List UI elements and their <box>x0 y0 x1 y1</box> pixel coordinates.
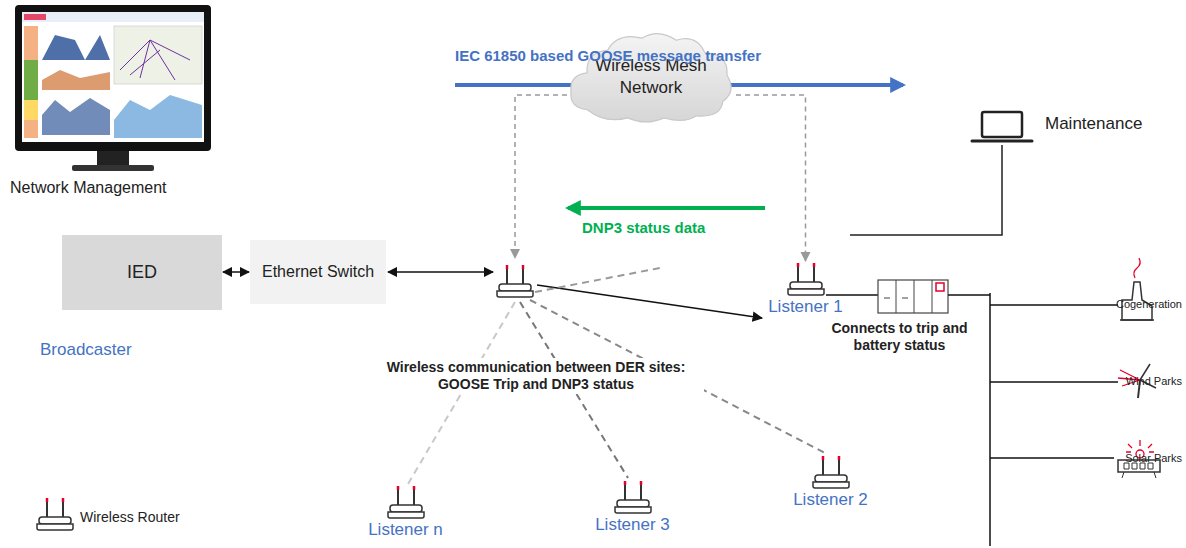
listener-node: Listener 2 <box>793 455 868 510</box>
monitor-caption: Network Management <box>10 178 167 197</box>
protocol-label: DNP3 status data <box>582 219 705 237</box>
dashed-connector <box>736 95 806 261</box>
listener-label: Listener n <box>368 520 443 540</box>
box-label: IED <box>127 262 157 284</box>
legend-label: Wireless Router <box>80 509 180 526</box>
note-label: Wireless communication between DER sites… <box>368 358 704 394</box>
router-icon <box>386 485 426 519</box>
protocol-label: IEC 61850 based GOOSE message transfer <box>455 47 761 65</box>
source-label: Solar Parks <box>1125 452 1182 465</box>
box-label: Ethernet Switch <box>262 262 374 281</box>
listener-node: Listener 3 <box>595 480 670 535</box>
listener-node: Listener n <box>368 485 443 540</box>
maintenance-label: Maintenance <box>1045 114 1142 134</box>
switch-box: Ethernet Switch <box>250 240 386 304</box>
router-icon <box>786 262 826 296</box>
connector <box>223 271 249 273</box>
role-label: Broadcaster <box>40 340 132 360</box>
listener-label: Listener 2 <box>793 490 868 510</box>
legend-router-icon <box>35 497 75 531</box>
router-icon <box>811 455 851 489</box>
note-label: Connects to trip and battery status <box>812 320 987 354</box>
source-label: Wind Parks <box>1126 375 1182 388</box>
listener-label: Listener 3 <box>595 515 670 535</box>
router-icon <box>613 480 653 514</box>
ied-box: IEDBroadcaster <box>62 235 222 310</box>
cloud-shape <box>565 28 737 125</box>
cloud-node: Wireless Mesh Network <box>565 28 737 125</box>
listener-node: Listener 1 <box>768 262 843 317</box>
listener-label: Listener 1 <box>768 297 843 317</box>
source-label: Cogeneration <box>1116 298 1182 311</box>
